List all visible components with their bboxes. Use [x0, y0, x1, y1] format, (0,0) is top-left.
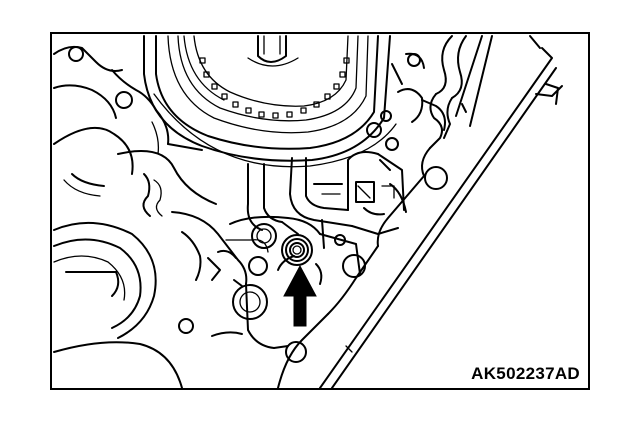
seal-ring: [281, 234, 313, 266]
arrow-up-icon: [283, 264, 317, 327]
seal-area: [211, 223, 323, 349]
figure-code: AK502237AD: [471, 364, 580, 383]
hub-teeth: [199, 57, 350, 119]
left-port: [53, 221, 194, 388]
valve-body: [289, 151, 407, 275]
right-upper-bosses: [366, 52, 446, 151]
illustration-frame: AK502237AD: [50, 32, 590, 390]
center-walls: [151, 109, 357, 349]
transmission-case-drawing: [53, 35, 563, 388]
left-casting: [53, 45, 217, 217]
gear-housing: [143, 35, 397, 168]
right-flange: [277, 35, 563, 388]
